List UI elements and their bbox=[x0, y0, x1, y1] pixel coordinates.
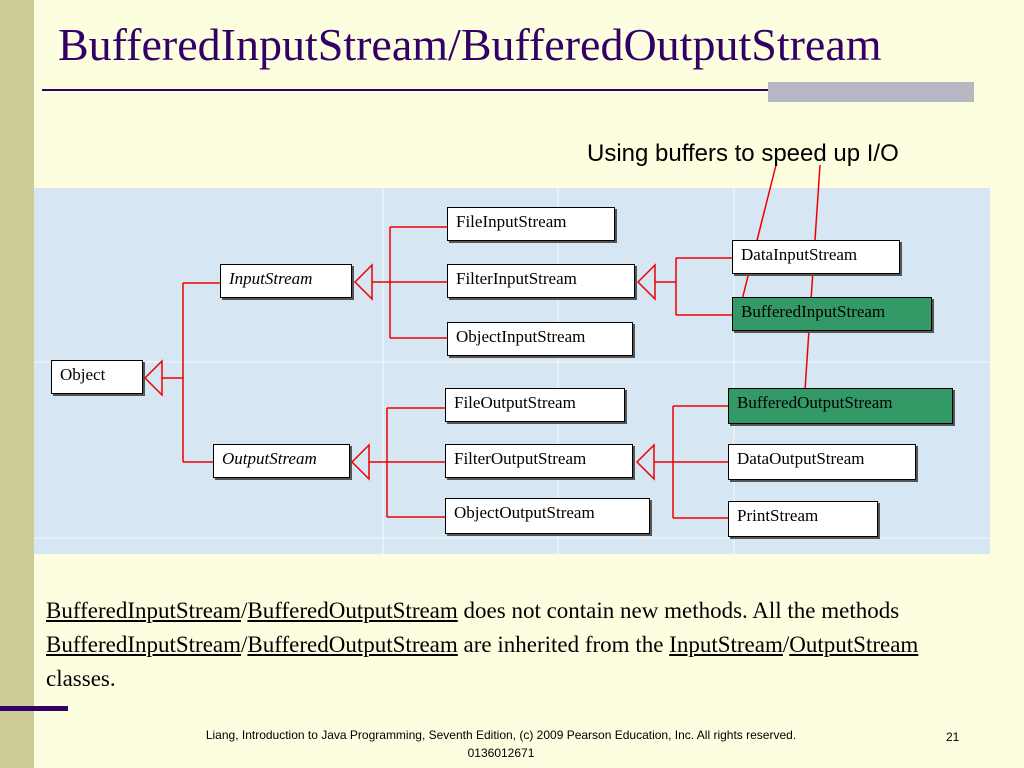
left-accent-bar bbox=[0, 0, 34, 768]
desc-link-inputstream[interactable]: InputStream bbox=[669, 632, 783, 657]
desc-text: are inherited from the bbox=[457, 632, 670, 657]
class-box-filteroutputstream: FilterOutputStream bbox=[445, 444, 633, 478]
class-box-fileoutputstream: FileOutputStream bbox=[445, 388, 625, 422]
class-box-filterinputstream: FilterInputStream bbox=[447, 264, 635, 298]
class-box-objectinputstream: ObjectInputStream bbox=[447, 322, 633, 356]
slide-title: BufferedInputStream/BufferedOutputStream bbox=[58, 19, 882, 70]
desc-link-bufferedinputstream[interactable]: BufferedInputStream bbox=[46, 632, 242, 657]
connector-inputstream-group bbox=[353, 226, 447, 339]
class-box-objectoutputstream: ObjectOutputStream bbox=[445, 498, 650, 534]
title-rule bbox=[42, 89, 972, 91]
page-number: 21 bbox=[946, 730, 960, 744]
left-accent-line bbox=[0, 706, 68, 711]
desc-link-bufferedoutputstream[interactable]: BufferedOutputStream bbox=[247, 598, 458, 623]
class-box-dataoutputstream: DataOutputStream bbox=[728, 444, 916, 480]
class-box-bufferedoutputstream: BufferedOutputStream bbox=[728, 388, 953, 424]
desc-link-bufferedoutputstream[interactable]: BufferedOutputStream bbox=[247, 632, 458, 657]
desc-link-outputstream[interactable]: OutputStream bbox=[789, 632, 919, 657]
annotation-pointer-lines bbox=[741, 164, 821, 391]
desc-separator: / bbox=[241, 598, 248, 623]
class-box-outputstream: OutputStream bbox=[213, 444, 350, 478]
connector-outputstream-group bbox=[350, 407, 445, 518]
connector-filteroutputstream-group bbox=[635, 405, 728, 519]
desc-separator: / bbox=[241, 632, 248, 657]
desc-link-bufferedinputstream[interactable]: BufferedInputStream bbox=[46, 598, 242, 623]
title-accent-block bbox=[768, 82, 974, 102]
annotation-label: Using buffers to speed up I/O bbox=[587, 140, 899, 167]
desc-text: classes. bbox=[46, 666, 116, 691]
class-box-fileinputstream: FileInputStream bbox=[447, 207, 615, 241]
class-box-inputstream: InputStream bbox=[220, 264, 352, 298]
desc-text: does not contain new methods. All the me… bbox=[457, 598, 900, 623]
class-box-printstream: PrintStream bbox=[728, 501, 878, 537]
class-box-bufferedinputstream: BufferedInputStream bbox=[732, 297, 932, 331]
class-box-datainputstream: DataInputStream bbox=[732, 240, 900, 274]
connector-filterinputstream-group bbox=[636, 257, 732, 316]
footer-credit: Liang, Introduction to Java Programming,… bbox=[205, 728, 797, 760]
class-box-object: Object bbox=[51, 360, 143, 394]
connector-object-group bbox=[143, 282, 220, 463]
description-paragraph: BufferedInputStream/BufferedOutputStream… bbox=[46, 594, 926, 696]
desc-separator: / bbox=[782, 632, 790, 657]
